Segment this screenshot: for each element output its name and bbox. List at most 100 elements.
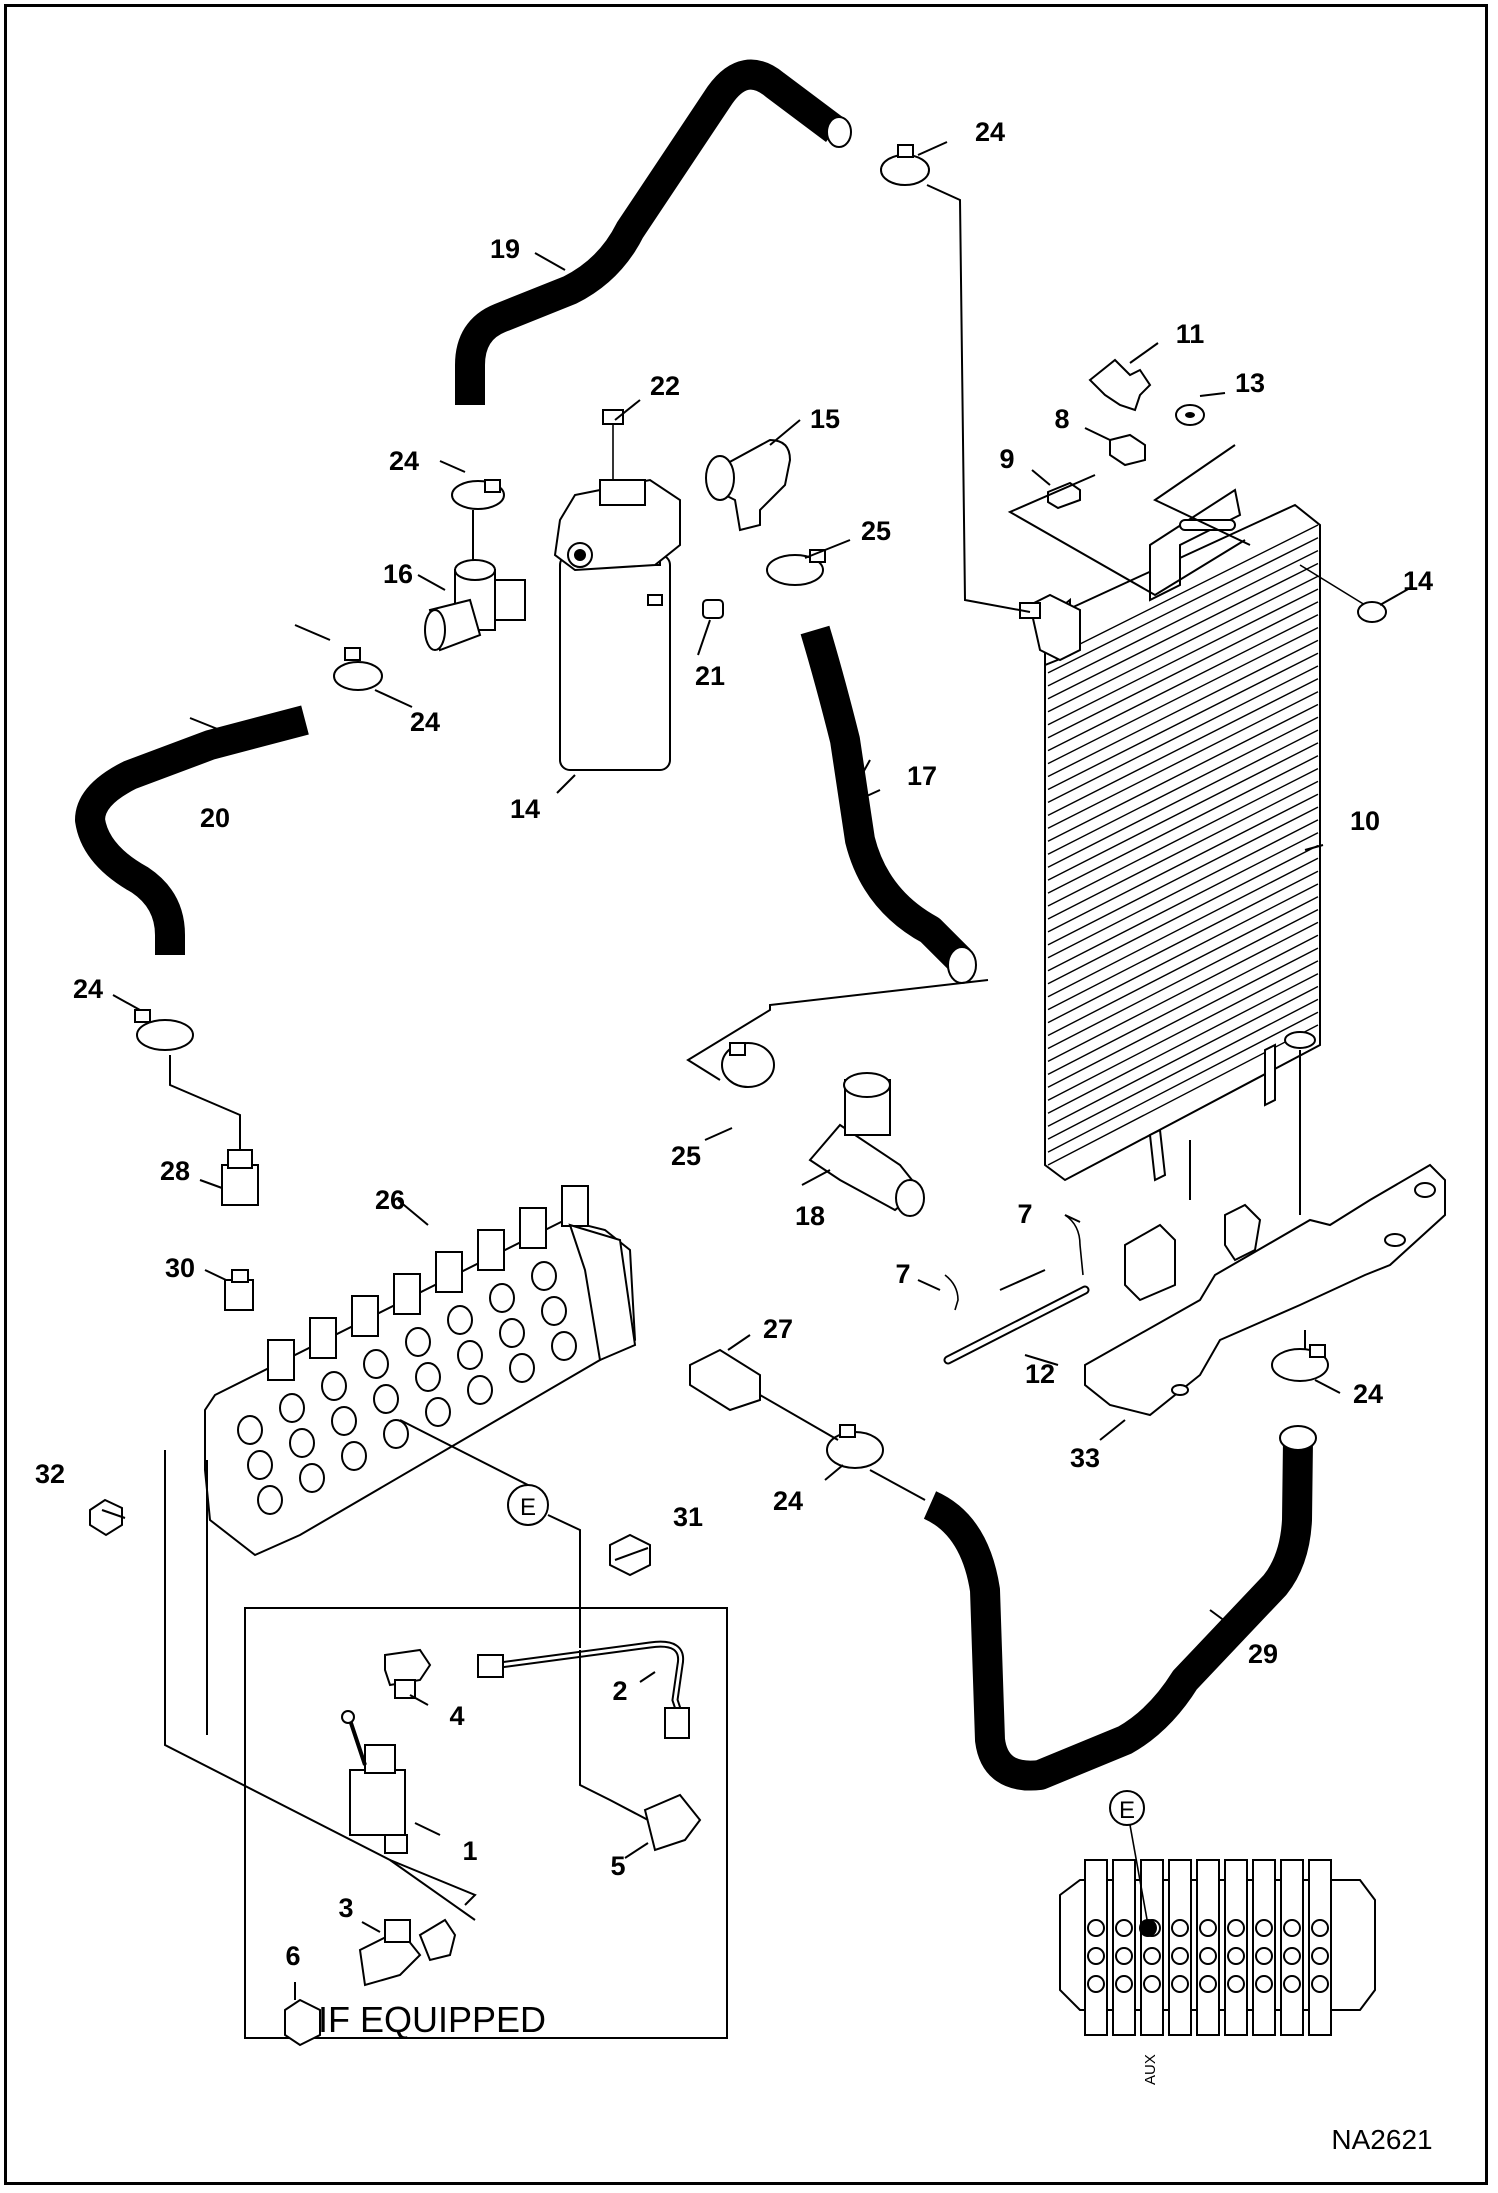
filter-15 <box>553 478 681 771</box>
callout-30: 30 <box>165 1253 195 1283</box>
callout-6: 6 <box>285 1941 300 1971</box>
callout-3: 3 <box>338 1893 353 1923</box>
cooler-fin-line <box>1047 652 1319 791</box>
callout-13: 13 <box>1235 368 1265 398</box>
valve-section-port <box>1227 1919 1245 1937</box>
valve-port <box>415 1362 441 1392</box>
valve-spool-cap <box>561 1185 589 1227</box>
valve-section-port <box>1199 1919 1217 1937</box>
callout-26: 26 <box>375 1185 405 1215</box>
cooler-fin-line <box>1047 844 1319 985</box>
valve-section-port <box>1227 1975 1245 1993</box>
callout-28: 28 <box>160 1156 190 1186</box>
clamp-24-left <box>134 1009 194 1051</box>
fitting-27 <box>689 1348 761 1412</box>
valve-section-port <box>1199 1947 1217 1965</box>
valve-section-port <box>1171 1975 1189 1993</box>
valve-section-port <box>1311 1947 1329 1965</box>
callout-4: 4 <box>449 1701 464 1731</box>
cooler-fin-line <box>1047 780 1319 920</box>
cooler-fin-line <box>1047 832 1319 972</box>
cooler-fin-line <box>1047 973 1319 1114</box>
clamp-25-upper <box>766 549 826 586</box>
inset-label: IF EQUIPPED <box>318 1999 546 2040</box>
diagram-border <box>4 4 1488 2185</box>
oil-cooler-10 <box>1019 488 1321 1182</box>
clamp-24-upper-left <box>451 479 505 510</box>
cooler-fin-line <box>1047 767 1319 907</box>
callout-20: 19 <box>490 234 520 264</box>
valve-port <box>237 1415 263 1445</box>
valve-section-port <box>1311 1975 1329 1993</box>
cooler-fin-line <box>1047 870 1319 1011</box>
bolt-14 <box>1299 564 1387 623</box>
cooler-fin-line <box>1047 985 1319 1127</box>
valve-port <box>509 1353 535 1383</box>
pin-12 <box>943 1285 1090 1365</box>
callout-15: 14 <box>510 794 540 824</box>
valve-port <box>467 1375 493 1405</box>
cooler-fin-line <box>1047 755 1319 894</box>
valve-port <box>405 1327 431 1357</box>
callout-32: 32 <box>35 1459 65 1489</box>
callout-2: 2 <box>612 1676 627 1706</box>
knob-11 <box>1088 358 1152 412</box>
mount-bracket-33 <box>1084 1163 1446 1417</box>
callout-24: 24 <box>73 974 103 1004</box>
valve-section-port <box>1115 1975 1133 1993</box>
cooler-fin-line <box>1047 639 1319 778</box>
callout-27: 27 <box>763 1314 793 1344</box>
cooler-fin-line <box>1047 524 1319 661</box>
diagram-id: NA2621 <box>1331 2124 1432 2155</box>
fitting-9 <box>1047 481 1081 510</box>
fitting-28 <box>221 1149 259 1206</box>
valve-section-port <box>1255 1975 1273 1993</box>
valve-section-port <box>1199 1975 1217 1993</box>
callout-7: 7 <box>895 1259 910 1289</box>
cooler-fin-line <box>1047 716 1319 855</box>
valve-port <box>551 1331 577 1361</box>
cooler-fin-line <box>1047 896 1319 1037</box>
valve-port <box>499 1318 525 1348</box>
valve-port <box>257 1485 283 1515</box>
valve-section-port <box>1143 1975 1161 1993</box>
callout-24: 24 <box>1353 1379 1383 1409</box>
valve-section-port <box>1283 1919 1301 1937</box>
cooler-fin-line <box>1047 806 1319 946</box>
callout-31: 31 <box>673 1502 703 1532</box>
cooler-fin-line <box>1047 960 1319 1101</box>
callout-16: 15 <box>810 404 840 434</box>
callout-24: 24 <box>975 117 1005 147</box>
valve-section-port <box>1255 1919 1273 1937</box>
cooler-fin-line <box>1047 908 1319 1050</box>
cooler-fin-line <box>1047 703 1319 842</box>
callout-e-valve: E <box>507 1484 549 1526</box>
valve-port <box>363 1349 389 1379</box>
callout-10: 10 <box>1350 806 1380 836</box>
cooler-fin-line <box>1047 857 1319 998</box>
valve-section-port <box>1143 1947 1161 1965</box>
if-equipped-inset: IF EQUIPPED <box>244 1607 728 2047</box>
valve-port <box>383 1419 409 1449</box>
hose-21 <box>75 705 309 955</box>
fitting-8 <box>1109 433 1146 467</box>
plug-32 <box>89 1498 123 1537</box>
clamp-24-mid-left <box>333 647 383 691</box>
valve-port <box>457 1340 483 1370</box>
aux-label: AUX <box>1142 2054 1159 2085</box>
cooler-fin-line <box>1047 1011 1319 1153</box>
valve-port <box>289 1428 315 1458</box>
cooler-fin-line <box>1047 601 1319 739</box>
valve-port <box>373 1384 399 1414</box>
callout-19: 18 <box>795 1201 825 1231</box>
callout-17: 16 <box>383 559 413 589</box>
valve-spool-cap <box>267 1339 295 1381</box>
valve-section-port <box>1087 1919 1105 1937</box>
callout-1: 1 <box>462 1836 477 1866</box>
hose-18 <box>800 625 977 984</box>
hose-29 <box>923 1425 1317 1791</box>
callout-24: 24 <box>410 707 440 737</box>
washer-13 <box>1175 404 1205 426</box>
valve-port <box>279 1393 305 1423</box>
